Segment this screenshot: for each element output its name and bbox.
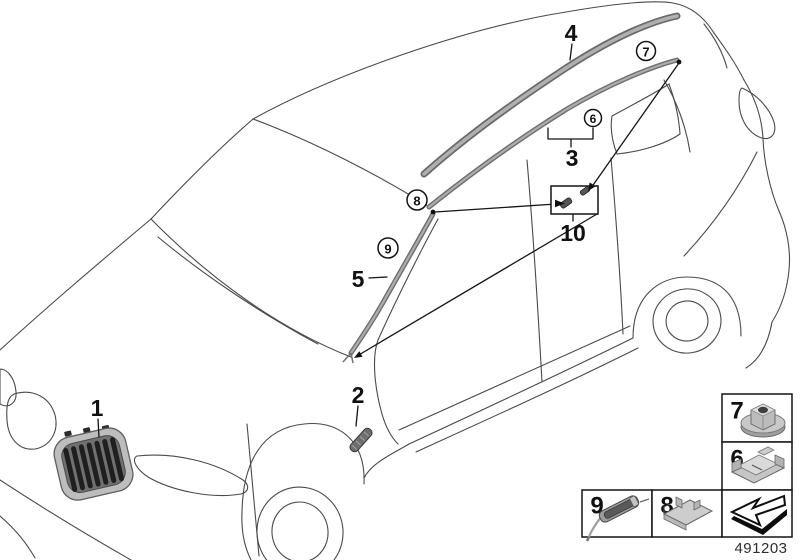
legend-panel: 7 6 9 [581, 393, 793, 557]
fender-trim [349, 427, 373, 453]
legend-box-9[interactable]: 9 [581, 489, 653, 542]
roof-moulding-strip [426, 57, 680, 210]
callout-3[interactable]: 3 [566, 145, 579, 171]
arrowhead [354, 351, 363, 358]
clip-detail-box [354, 182, 599, 358]
front-grille [53, 424, 134, 501]
drawing-number: 491203 [734, 540, 787, 557]
svg-text:9: 9 [384, 242, 391, 257]
callout-circle-6[interactable]: 6 [583, 108, 603, 128]
svg-text:6: 6 [590, 112, 597, 126]
legend-box-arrow[interactable] [721, 489, 793, 538]
svg-text:8: 8 [413, 194, 420, 209]
clip-with-cord-icon [585, 495, 650, 542]
callout-1[interactable]: 1 [91, 395, 104, 421]
windscreen-moulding [342, 211, 436, 364]
legend-box-7[interactable]: 7 [721, 393, 793, 443]
flange-nut-icon [740, 403, 786, 438]
legend-box-8[interactable]: 8 [651, 489, 723, 538]
callout-circle-8[interactable]: 8 [406, 189, 428, 211]
attachment-dot [430, 209, 436, 215]
leader-lines [97, 43, 682, 438]
svg-text:7: 7 [730, 398, 743, 425]
callout-2[interactable]: 2 [352, 382, 365, 408]
svg-text:7: 7 [642, 45, 649, 60]
clip-glyph [559, 197, 573, 209]
attachment-dot [676, 59, 682, 65]
grille-slats [63, 437, 125, 492]
legend-box-6[interactable]: 6 [721, 441, 793, 491]
callout-circle-7[interactable]: 7 [635, 40, 657, 62]
roof-rail [420, 12, 681, 178]
mounting-bracket-icon [662, 496, 714, 531]
headlight-left-outline [6, 391, 57, 450]
callout-10[interactable]: 10 [560, 220, 586, 246]
callout-4[interactable]: 4 [565, 20, 578, 46]
callout-circle-9[interactable]: 9 [377, 237, 399, 259]
headlight-right-outline [133, 454, 249, 497]
headlight-inner-outline [0, 368, 17, 407]
expansion-clip-icon [730, 446, 786, 484]
arrowhead [588, 182, 596, 191]
direction-arrow-icon [729, 494, 787, 535]
callout-5[interactable]: 5 [352, 266, 365, 292]
arrowhead [555, 199, 565, 208]
